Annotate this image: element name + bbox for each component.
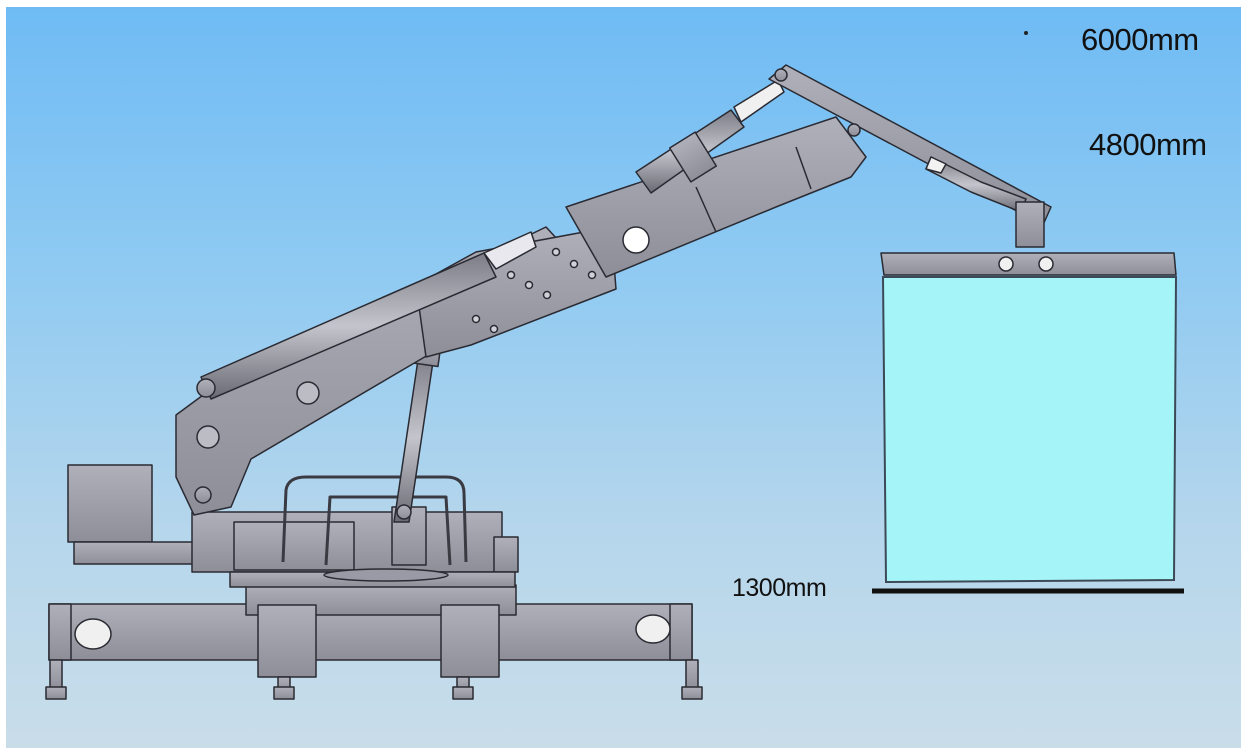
gripper-arm: [768, 64, 1052, 248]
marker-dot: [1024, 31, 1028, 35]
boom-extension: [565, 116, 867, 278]
dimension-top-label: 6000mm: [1081, 22, 1199, 57]
lifting-beam: [880, 252, 1177, 276]
crane-drawing: [45, 31, 1184, 700]
guard-rail: [281, 475, 468, 566]
boom-plate: [415, 226, 617, 358]
main-cylinder: [196, 231, 537, 400]
dimension-base-label: 1300mm: [732, 574, 827, 602]
dimension-mid-label: 4800mm: [1089, 127, 1207, 162]
outrigger-beam: [48, 584, 693, 678]
crane-machine: [45, 64, 1177, 700]
upper-cylinder: [635, 79, 785, 194]
glass-panel: [881, 276, 1178, 584]
outrigger-feet: [45, 659, 703, 700]
chassis: [67, 464, 519, 588]
cad-viewport: 6000mm 4800mm 1300mm: [6, 7, 1241, 748]
